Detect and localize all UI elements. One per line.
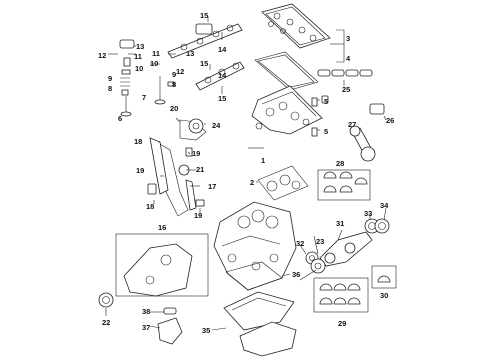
engine-block[interactable] [213, 201, 297, 291]
pickup-gasket[interactable] [163, 307, 177, 315]
callout-20: 20 [170, 104, 178, 113]
cam-bearing-cap[interactable] [195, 23, 213, 35]
callout-16: 16 [158, 223, 166, 232]
callout-12b: 12 [176, 67, 184, 76]
callout-2: 2 [250, 178, 254, 187]
callout-9b: 9 [172, 70, 176, 79]
callout-18a: 18 [134, 137, 142, 146]
callout-36: 36 [292, 270, 300, 279]
callout-30: 30 [380, 291, 388, 300]
chain-guide-left[interactable] [149, 137, 169, 195]
callout-34: 34 [380, 201, 389, 210]
callout-5b: 5 [324, 127, 328, 136]
callout-28: 28 [336, 159, 344, 168]
callout-15b: 15 [200, 59, 208, 68]
callout-4: 4 [346, 54, 351, 63]
valve-seal[interactable] [121, 89, 129, 96]
exhaust-camshaft[interactable] [195, 61, 245, 91]
callout-37: 37 [142, 323, 150, 332]
valve-cover[interactable] [261, 3, 331, 49]
crank-pulley[interactable] [310, 258, 326, 274]
cylinder-head[interactable] [251, 85, 323, 135]
piston-pin[interactable] [369, 103, 385, 115]
connecting-rod[interactable] [349, 125, 376, 162]
callout-22: 22 [102, 318, 110, 327]
callout-12a: 12 [98, 51, 106, 60]
callout-labels: 1 2 3 4 5 5 6 7 8 8 9 9 10 10 11 11 12 1… [98, 11, 394, 335]
callout-5a: 5 [324, 97, 328, 106]
callout-6: 6 [118, 114, 122, 123]
cam-bearing-set[interactable] [321, 95, 329, 104]
callout-11b: 11 [152, 49, 160, 58]
leader-lines [105, 16, 387, 331]
main-bearing-set[interactable] [313, 277, 369, 313]
callout-18b: 18 [146, 202, 154, 211]
rod-bearing-set[interactable] [317, 169, 371, 201]
timing-chain[interactable] [159, 143, 189, 217]
callout-13a: 13 [136, 42, 144, 51]
callout-3: 3 [346, 34, 350, 43]
callout-9a: 9 [108, 74, 112, 83]
callout-33: 33 [364, 209, 372, 218]
callout-7: 7 [142, 93, 146, 102]
exhaust-valve[interactable] [154, 76, 166, 105]
callout-14b: 14 [218, 71, 227, 80]
crank-seal-rear[interactable] [374, 218, 390, 234]
callout-14a: 14 [218, 45, 227, 54]
callout-15c: 15 [218, 94, 226, 103]
callout-38: 38 [142, 307, 150, 316]
callout-31: 31 [336, 219, 344, 228]
front-crank-seal[interactable] [98, 292, 114, 308]
valve-spring[interactable] [120, 77, 130, 87]
cam-sprocket[interactable] [188, 118, 204, 134]
callout-21: 21 [196, 165, 204, 174]
oil-pan-gasket[interactable] [225, 261, 283, 291]
callout-19c: 19 [194, 211, 202, 220]
lash-adjuster[interactable] [123, 57, 131, 67]
callout-32: 32 [296, 239, 304, 248]
tube-seal-set[interactable] [317, 69, 373, 77]
head-gasket[interactable] [257, 165, 309, 201]
intake-valve[interactable] [120, 96, 132, 117]
callout-24: 24 [212, 121, 221, 130]
callout-27: 27 [348, 120, 356, 129]
callout-1: 1 [261, 156, 265, 165]
intake-camshaft[interactable] [167, 23, 243, 59]
valve-keepers[interactable] [167, 81, 175, 87]
upper-oil-pan[interactable] [223, 291, 295, 331]
callout-23: 23 [316, 237, 324, 246]
callout-19a: 19 [192, 149, 200, 158]
valve-spring-retainer[interactable] [121, 69, 131, 75]
callout-10a: 10 [135, 64, 143, 73]
callout-19b: 19 [136, 166, 144, 175]
callout-26: 26 [386, 116, 394, 125]
callout-17: 17 [208, 182, 216, 191]
guide-pins[interactable] [311, 97, 318, 137]
callout-35: 35 [202, 326, 210, 335]
chain-guide-right[interactable] [185, 179, 197, 211]
callout-25: 25 [342, 85, 350, 94]
rocker-arm[interactable] [119, 39, 135, 49]
callout-11a: 11 [134, 52, 142, 61]
guide-bolt[interactable] [195, 199, 205, 207]
callout-8a: 8 [108, 84, 112, 93]
valve-cover-gasket[interactable] [254, 51, 319, 91]
oil-pump-pickup[interactable] [157, 317, 183, 345]
lower-oil-pan[interactable] [239, 321, 297, 357]
callout-10b: 10 [150, 59, 158, 68]
callout-8b: 8 [172, 80, 176, 89]
chain-tensioner[interactable] [147, 183, 157, 195]
callout-15a: 15 [200, 11, 208, 20]
crankshaft[interactable] [319, 231, 373, 267]
callout-13b: 13 [186, 49, 194, 58]
tensioner-bolt[interactable] [185, 147, 193, 157]
thrust-washer[interactable] [371, 265, 397, 289]
timing-cover[interactable] [115, 233, 209, 297]
callout-29: 29 [338, 319, 346, 328]
